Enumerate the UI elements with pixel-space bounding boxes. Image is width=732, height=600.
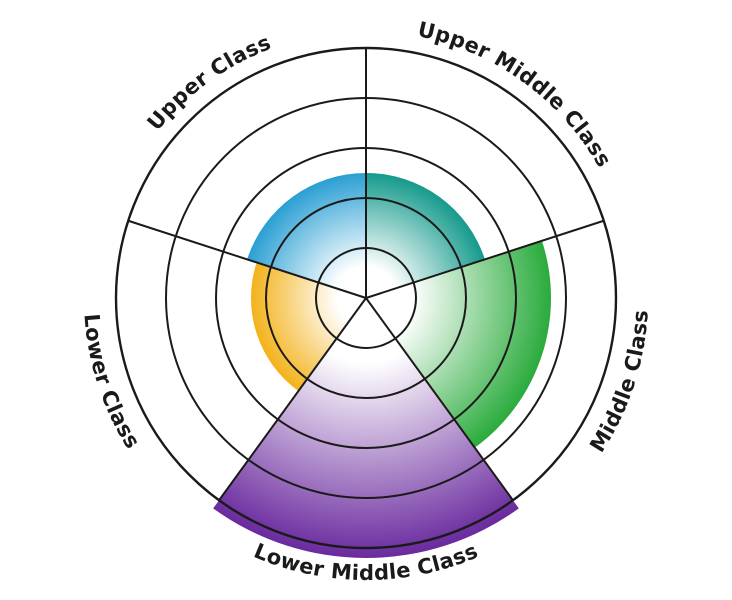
wedge-upper-class	[247, 173, 366, 298]
polar-grid	[114, 46, 618, 550]
wedge-lower-class	[250, 262, 366, 392]
wedge-upper-middle-class	[366, 173, 485, 298]
wedges	[213, 173, 551, 559]
grid-spoke-1	[127, 219, 367, 299]
label-upper-class: Upper Class	[143, 30, 275, 135]
grid-spoke-3	[365, 219, 605, 299]
wedge-lower-middle-class	[213, 298, 519, 559]
grid-spoke-5	[218, 297, 367, 501]
label-lower-class: Lower Class	[79, 313, 144, 453]
label-middle-class: Middle Class	[585, 309, 653, 456]
grid-spoke-4	[365, 297, 514, 501]
wedge-middle-class	[366, 240, 551, 448]
label-upper-middle-class: Upper Middle Class	[416, 17, 616, 171]
